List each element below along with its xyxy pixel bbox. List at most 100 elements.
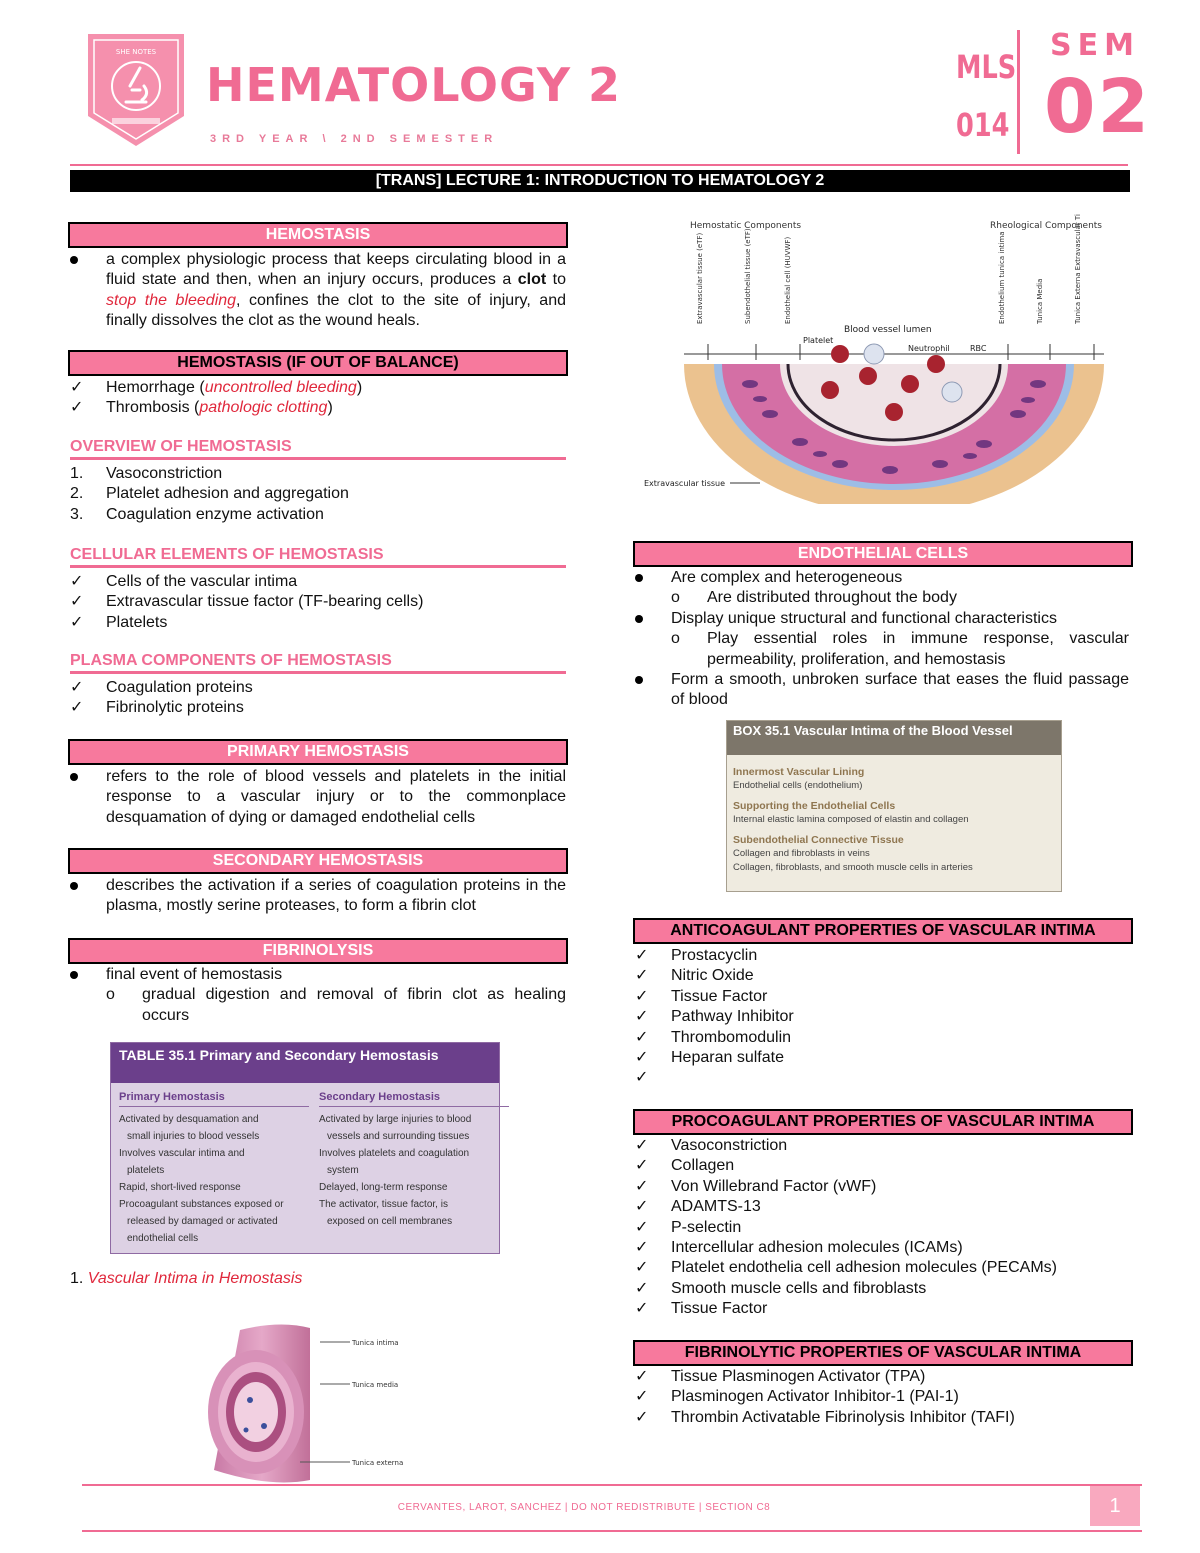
check-icon: ✓ (635, 1408, 649, 1426)
blood-vessel-icon: Tunica intima Tunica media Tunica extern… (208, 1324, 403, 1483)
item-text: Von Willebrand Factor (vWF) (671, 1177, 877, 1195)
check-icon: ✓ (70, 613, 84, 631)
cellular-heading: CELLULAR ELEMENTS OF HEMOSTASIS (70, 546, 566, 568)
footer-rule-bottom (82, 1530, 1142, 1532)
table-cell: Activated by large injuries to blood (319, 1114, 472, 1125)
list-item: ✓Platelets (70, 613, 566, 633)
list-item: 2.Platelet adhesion and aggregation (70, 484, 566, 504)
diagram-label-rheological: Rheological Components (990, 221, 1102, 231)
item-number: 3. (70, 505, 84, 523)
item-text: Vasoconstriction (671, 1137, 788, 1154)
check-icon: ✓ (635, 1198, 649, 1216)
item-text: Thrombomodulin (671, 1028, 792, 1046)
semester-label: SEM (1050, 28, 1140, 63)
bullet-icon (635, 574, 643, 582)
table-col-head: Secondary Hemostasis (319, 1089, 509, 1107)
vessel-cross-section-icon: Hemostatic Components Rheological Compon… (644, 198, 1104, 514)
diagram-label-neutrophil: Neutrophil (908, 344, 950, 353)
item-text: Tissue Factor (671, 1300, 768, 1318)
logo: SHE NOTES (88, 34, 184, 146)
diagram-vlabel: Endothelial cell (HUVWF) (784, 236, 792, 324)
diagram-label-lumen: Blood vessel lumen (844, 325, 932, 335)
table-cell: Rapid, short-lived response (119, 1182, 241, 1193)
item-text: Vasoconstriction (106, 465, 223, 482)
item-text: Nitric Oxide (671, 967, 754, 985)
list-item: ✓Thrombin Activatable Fibrinolysis Inhib… (635, 1408, 1129, 1428)
cellular-list: ✓Cells of the vascular intima ✓Extravasc… (70, 572, 566, 633)
page-number: 1 (1090, 1486, 1140, 1526)
item-text: Are complex and heterogeneous (671, 569, 903, 586)
item-text: P-selectin (671, 1218, 742, 1236)
check-icon: ✓ (70, 679, 84, 696)
fibrinolytic-heading: FIBRINOLYTIC PROPERTIES OF VASCULAR INTI… (633, 1340, 1133, 1366)
table-cell: Involves vascular intima and (119, 1148, 245, 1159)
item-text: Platelet endothelia cell adhesion molecu… (671, 1259, 1057, 1277)
check-icon: ✓ (635, 1008, 649, 1026)
item-text: Fibrinolytic proteins (106, 699, 244, 717)
table-cell: small injuries to blood vessels (127, 1131, 260, 1142)
vessel-label-externa: Tunica externa (351, 1459, 403, 1467)
course-code: MLS 014 (956, 38, 1016, 154)
hemostasis-table: TABLE 35.1 Primary and Secondary Hemosta… (110, 1042, 509, 1254)
check-icon: ✓ (635, 1069, 649, 1087)
item-text: Coagulation enzyme activation (106, 505, 324, 523)
item-text: Plasminogen Activator Inhibitor-1 (PAI-1… (671, 1388, 959, 1406)
check-icon: ✓ (635, 1137, 649, 1154)
bullet-icon (70, 882, 78, 890)
item-text: ADAMTS-13 (671, 1198, 761, 1216)
item-number: 1. (70, 465, 84, 482)
list-item: 1. Vasoconstriction (70, 464, 566, 484)
vessel-illustration: Tunica intima Tunica media Tunica extern… (200, 1320, 410, 1488)
list-item: ✓Extravascular tissue factor (TF-bearing… (70, 592, 566, 612)
check-icon: ✓ (635, 1259, 649, 1277)
figure-caption: 1. Vascular Intima in Hemostasis (70, 1270, 302, 1288)
bullet-icon (635, 676, 643, 685)
hemostasis-text-bold: clot (517, 271, 547, 289)
list-item: 3. Coagulation enzyme activation (70, 505, 566, 525)
microscope-badge-icon: SHE NOTES (88, 34, 184, 146)
diagram-vlabel: Tunica Externa Extravascular Tissue (1074, 214, 1082, 325)
table-cell: Activated by desquamation and (119, 1114, 259, 1125)
box-subhead: Innermost Vascular Lining (733, 766, 865, 778)
check-icon: ✓ (635, 1218, 649, 1236)
list-item: ✓ Plasminogen Activator Inhibitor-1 (PAI-… (635, 1387, 1129, 1407)
bullet-icon (70, 773, 78, 781)
hemostasis-text-italic: stop the bleeding (106, 291, 237, 309)
footer-rule-top (82, 1484, 1142, 1486)
vessel-label-intima: Tunica intima (351, 1339, 399, 1347)
page-subtitle: 3RD YEAR \ 2ND SEMESTER (210, 133, 499, 145)
check-icon: ✓ (635, 967, 649, 985)
bullet-icon (70, 971, 78, 979)
table-col-secondary: Secondary Hemostasis Activated by large … (319, 1089, 509, 1230)
item-text: Intercellular adhesion molecules (ICAMs) (671, 1239, 963, 1257)
secondary-heading: SECONDARY HEMOSTASIS (68, 848, 568, 874)
list-item: ✓Smooth muscle cells and fibroblasts (635, 1279, 1129, 1299)
procoagulant-heading: PROCOAGULANT PROPERTIES OF VASCULAR INTI… (633, 1109, 1133, 1135)
item-text: Tissue Factor (671, 987, 768, 1005)
diagram-label-hemostatic: Hemostatic Components (690, 221, 801, 231)
diagram-vlabel: Subendothelial tissue (eTF) (744, 228, 752, 324)
box-body: Innermost Vascular Lining Endothelial ce… (727, 755, 1061, 879)
hemostasis-text-1: a complex physiologic process that keeps… (106, 251, 566, 289)
item-italic: pathologic clotting (199, 399, 328, 417)
logo-text: SHE NOTES (116, 48, 157, 56)
list-item: ✓Tissue Factor (635, 1299, 1129, 1319)
item-text: Form a smooth, unbroken surface that eas… (671, 671, 1129, 709)
anticoagulant-list: ✓Prostacyclin ✓Nitric Oxide ✓Tissue Fact… (635, 946, 1129, 1086)
course-code-number: 014 (956, 106, 1010, 144)
secondary-text: describes the activation if a series of … (106, 877, 566, 915)
fibrinolytic-list: ✓Tissue Plasminogen Activator (TPA) ✓Pla… (635, 1367, 1129, 1428)
diagram-label-extravascular: Extravascular tissue (644, 479, 725, 488)
list-item: Are complex and heterogeneous (635, 568, 1129, 588)
check-icon: ✓ (70, 379, 84, 396)
check-icon: ✓ (70, 573, 84, 590)
check-icon: ✓ (635, 1388, 649, 1406)
check-icon: ✓ (70, 399, 84, 417)
header-rule (70, 164, 1128, 166)
list-item: ✓ Platelet endothelia cell adhesion molec… (635, 1258, 1129, 1278)
table-cell: Delayed, long-term response (319, 1182, 448, 1193)
hemostasis-heading: HEMOSTASIS (68, 222, 568, 248)
